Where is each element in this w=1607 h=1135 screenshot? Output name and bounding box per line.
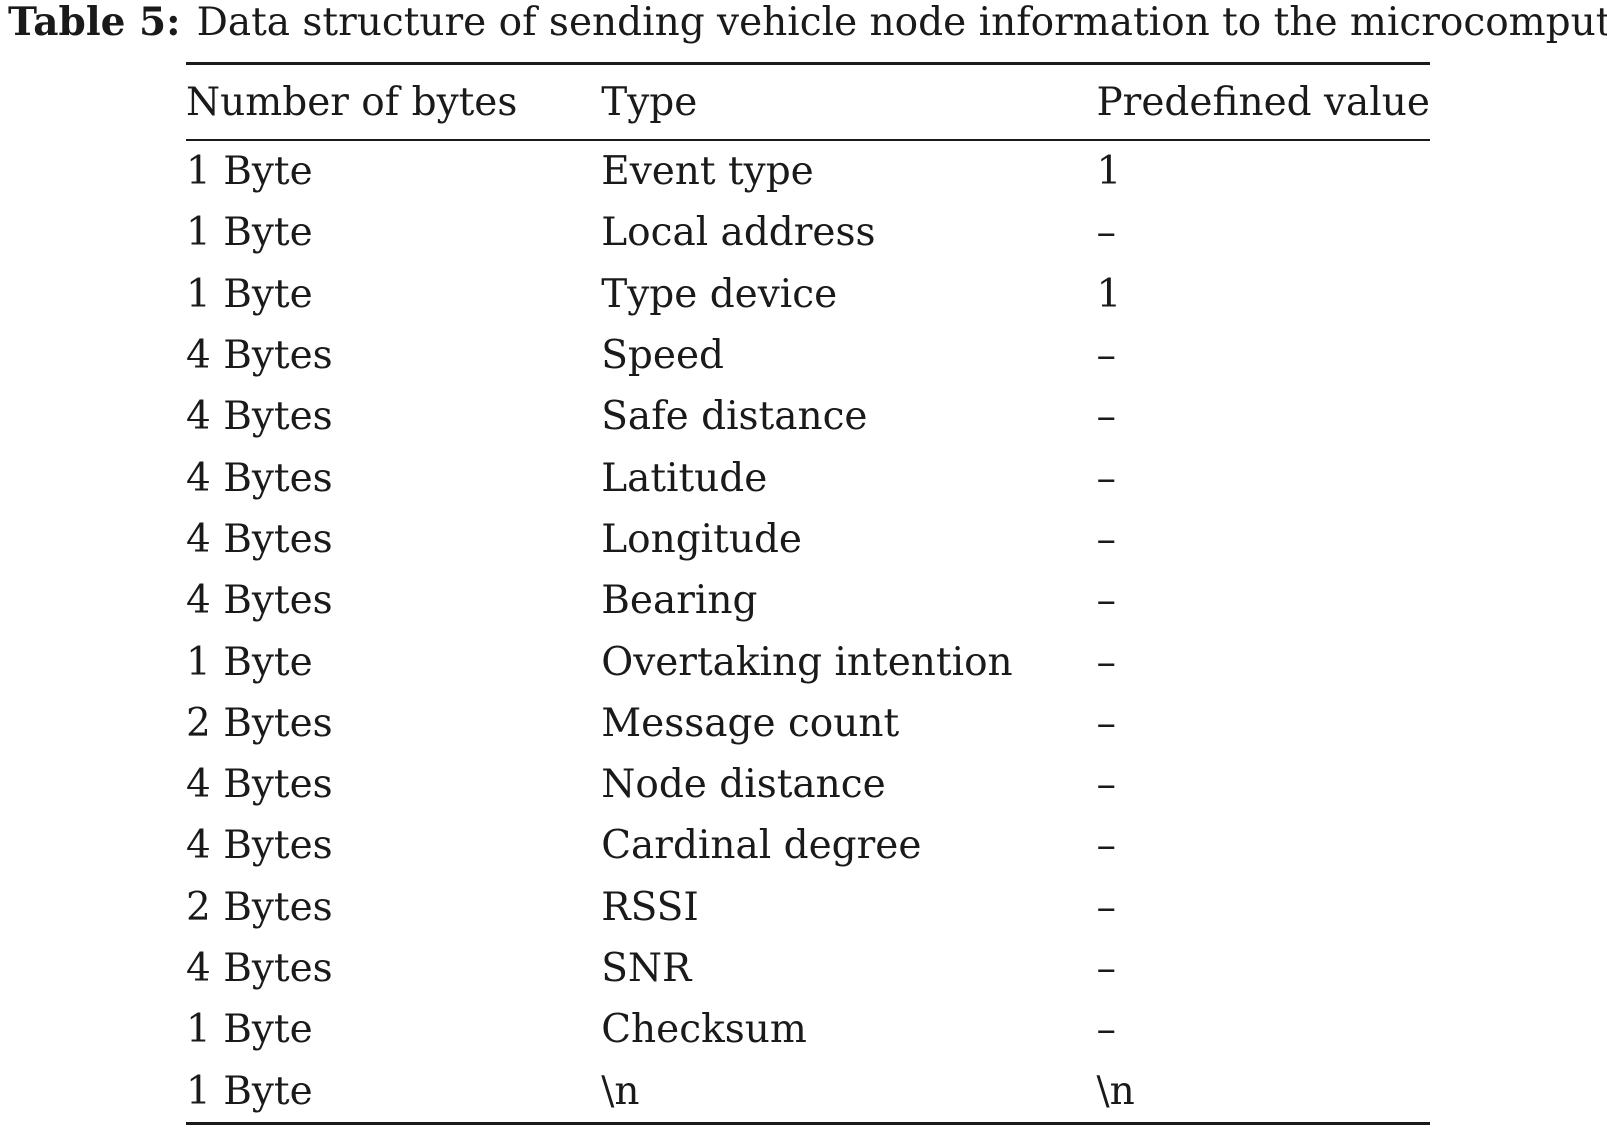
cell-type: RSSI [601,884,699,930]
cell-number-of-bytes: 4 Bytes [186,946,333,991]
cell-predefined-value: – [1096,700,1116,746]
table-row: 4 Bytes Cardinal degree – [186,815,1430,876]
cell-type: Latitude [601,455,768,501]
cell-type: Message count [601,700,900,746]
cell-predefined-value: – [1096,762,1116,808]
cell-type: Speed [601,333,725,379]
cell-number-of-bytes: 2 Bytes [186,700,333,746]
cell-predefined-value: – [1096,516,1116,562]
cell-number-of-bytes: 2 Bytes [186,884,333,930]
cell-type: Event type [601,149,814,195]
cell-predefined-value: – [1096,946,1116,991]
cell-number-of-bytes: 4 Bytes [186,516,333,562]
cell-type: Type device [601,271,838,317]
cell-type: Node distance [601,762,886,808]
cell-type: Longitude [601,516,802,562]
cell-number-of-bytes: 4 Bytes [186,823,333,869]
cell-predefined-value: \n [1096,1068,1135,1114]
table-row: 1 Byte \n \n [186,1060,1430,1124]
cell-predefined-value: – [1096,823,1116,869]
table-row: 2 Bytes Message count – [186,693,1430,754]
header-number-of-bytes: Number of bytes [186,79,518,125]
table-row: 1 Byte Local address – [186,202,1430,263]
table-caption: Table 5: Data structure of sending vehicl… [8,0,1607,45]
cell-predefined-value: – [1096,210,1116,256]
cell-type: Overtaking intention [601,639,1013,685]
cell-number-of-bytes: 4 Bytes [186,394,333,440]
cell-predefined-value: 1 [1096,149,1122,195]
table-row: 4 Bytes Safe distance – [186,386,1430,447]
table-caption-text: Data structure of sending vehicle node i… [196,0,1607,45]
cell-number-of-bytes: 1 Byte [186,639,313,685]
cell-type: Safe distance [601,394,868,440]
header-predefined-value: Predefined value [1096,79,1430,125]
table-row: 2 Bytes RSSI – [186,877,1430,938]
table-row: 1 Byte Event type 1 [186,140,1430,202]
cell-predefined-value: – [1096,884,1116,930]
header-type: Type [601,79,698,125]
cell-number-of-bytes: 4 Bytes [186,578,333,624]
table-row: 4 Bytes Speed – [186,325,1430,386]
cell-number-of-bytes: 4 Bytes [186,762,333,808]
table-row: 1 Byte Overtaking intention – [186,631,1430,692]
cell-type: Checksum [601,1007,807,1053]
cell-number-of-bytes: 1 Byte [186,1068,313,1114]
cell-type: \n [601,1068,640,1114]
cell-type: Bearing [601,578,758,624]
table-caption-label: Table 5: [8,0,181,45]
cell-predefined-value: – [1096,639,1116,685]
cell-predefined-value: – [1096,1007,1116,1053]
cell-number-of-bytes: 4 Bytes [186,333,333,379]
table-row: 4 Bytes Latitude – [186,447,1430,508]
table-header: Number of bytes Type Predefined value [186,63,1430,140]
header-row: Number of bytes Type Predefined value [186,63,1430,140]
table-row: 4 Bytes SNR – [186,938,1430,999]
cell-number-of-bytes: 1 Byte [186,210,313,256]
cell-predefined-value: – [1096,394,1116,440]
data-table-container: Number of bytes Type Predefined value 1 … [186,62,1430,1125]
table-row: 1 Byte Type device 1 [186,264,1430,325]
cell-number-of-bytes: 1 Byte [186,271,313,317]
cell-type: SNR [601,946,692,991]
cell-type: Local address [601,210,876,256]
cell-number-of-bytes: 1 Byte [186,149,313,195]
data-structure-table: Number of bytes Type Predefined value 1 … [186,62,1430,1125]
table-row: 4 Bytes Bearing – [186,570,1430,631]
cell-number-of-bytes: 1 Byte [186,1007,313,1053]
cell-number-of-bytes: 4 Bytes [186,455,333,501]
cell-predefined-value: – [1096,455,1116,501]
table-row: 1 Byte Checksum – [186,999,1430,1060]
cell-predefined-value: 1 [1096,271,1122,317]
table-row: 4 Bytes Longitude – [186,509,1430,570]
cell-type: Cardinal degree [601,823,922,869]
table-row: 4 Bytes Node distance – [186,754,1430,815]
cell-predefined-value: – [1096,333,1116,379]
cell-predefined-value: – [1096,578,1116,624]
